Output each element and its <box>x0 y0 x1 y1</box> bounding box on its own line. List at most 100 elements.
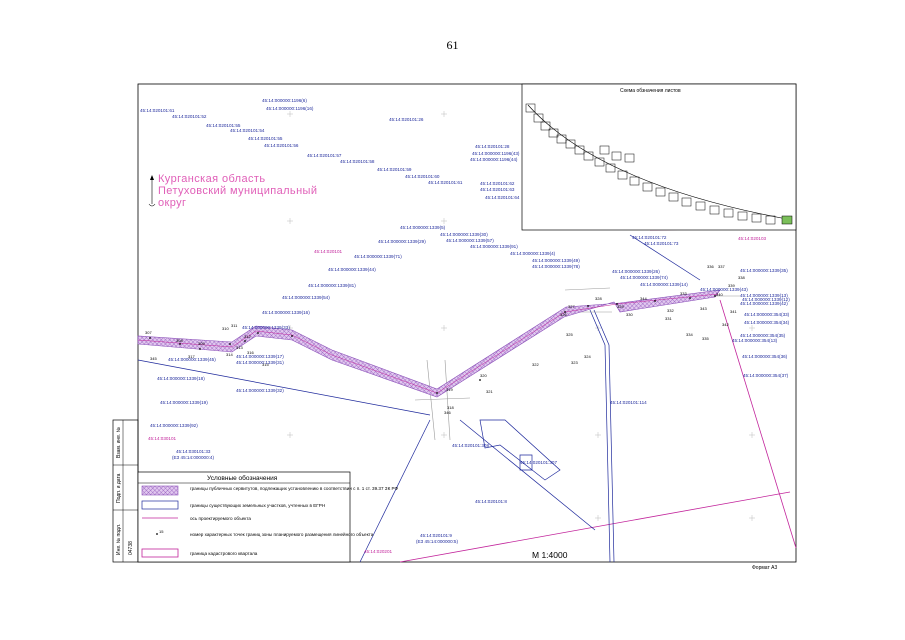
map-frame <box>137 83 797 563</box>
legend-point-sample: 15 <box>159 529 164 534</box>
svg-text:322: 322 <box>532 362 539 367</box>
svg-text:326: 326 <box>560 312 567 317</box>
svg-text:341: 341 <box>730 309 737 314</box>
svg-text:328: 328 <box>595 296 602 301</box>
svg-text:327: 327 <box>568 304 575 309</box>
svg-text:45:14:000000:354(36): 45:14:000000:354(36) <box>742 354 788 359</box>
svg-text:45:14:000000:1339(30): 45:14:000000:1339(30) <box>440 232 488 237</box>
svg-text:45:14:000000:1339(92): 45:14:000000:1339(92) <box>150 423 198 428</box>
svg-text:45:14:000000:1339(5): 45:14:000000:1339(5) <box>400 225 446 230</box>
legend-swatch-parcel <box>141 500 179 510</box>
svg-text:45:14:000000:1339(45): 45:14:000000:1339(45) <box>168 357 216 362</box>
svg-text:45:14:000000:1339(57): 45:14:000000:1339(57) <box>446 238 494 243</box>
svg-text:317: 317 <box>188 354 195 359</box>
svg-text:45:14:000000:1196(44): 45:14:000000:1196(44) <box>470 157 518 162</box>
stamp-replace-inv: Взам. инв. № <box>116 427 122 458</box>
svg-text:325: 325 <box>566 332 573 337</box>
svg-text:45:14:000000:1339(81): 45:14:000000:1339(81) <box>308 283 356 288</box>
parcel-boundaries <box>137 234 701 563</box>
legend-swatch-point <box>156 533 158 535</box>
svg-text:45:14:020101: 45:14:020101 <box>314 249 343 254</box>
svg-text:45:14:000000:1339(33): 45:14:000000:1339(33) <box>242 325 290 330</box>
svg-text:337: 337 <box>718 264 725 269</box>
region-line-1: Курганская область <box>158 173 265 185</box>
svg-text:315: 315 <box>262 362 269 367</box>
svg-text:324: 324 <box>584 354 591 359</box>
svg-text:45:14:020101:52: 45:14:020101:52 <box>172 114 207 119</box>
svg-text:45:14:020101:55: 45:14:020101:55 <box>206 123 241 128</box>
svg-text:45:14:020101:61: 45:14:020101:61 <box>140 108 175 113</box>
svg-text:45:14:000000:1196(43): 45:14:000000:1196(43) <box>472 151 520 156</box>
svg-text:45:14:020101:54: 45:14:020101:54 <box>230 128 265 133</box>
svg-text:45:14:000000:354(34): 45:14:000000:354(34) <box>744 320 790 325</box>
svg-text:334: 334 <box>686 332 693 337</box>
svg-text:45:14:000000:1339(35): 45:14:000000:1339(35) <box>740 268 788 273</box>
svg-text:45:14:000000:1339(31): 45:14:000000:1339(31) <box>236 360 284 365</box>
svg-text:307: 307 <box>145 330 152 335</box>
svg-text:45:14:020101:307: 45:14:020101:307 <box>520 460 557 465</box>
svg-text:344: 344 <box>640 296 647 301</box>
svg-text:45:14:020101:55: 45:14:020101:55 <box>248 136 283 141</box>
legend-swatch-servitude <box>141 485 179 496</box>
svg-text:318: 318 <box>447 405 454 410</box>
svg-text:45:14:020101:61: 45:14:020101:61 <box>428 180 463 185</box>
region-line-2: Петуховский муниципальный <box>158 185 317 197</box>
svg-text:45:14:000000:1339(54): 45:14:000000:1339(54) <box>282 295 330 300</box>
svg-text:319: 319 <box>446 387 453 392</box>
quarter-boundaries <box>399 227 797 563</box>
svg-text:338: 338 <box>738 275 745 280</box>
svg-text:45:14:000000:1339(78): 45:14:000000:1339(78) <box>532 264 580 269</box>
svg-text:45:14:020101:8: 45:14:020101:8 <box>475 499 507 504</box>
svg-text:45:14:000000:1196(16): 45:14:000000:1196(16) <box>266 106 314 111</box>
svg-text:321: 321 <box>486 389 493 394</box>
servitude-corridor <box>137 289 721 398</box>
svg-text:45:14:000000:354(37): 45:14:000000:354(37) <box>743 373 789 378</box>
svg-text:45:14:000000:354(35): 45:14:000000:354(35) <box>740 333 786 338</box>
svg-text:308: 308 <box>176 338 183 343</box>
svg-text:45:14:000000:1339(91): 45:14:000000:1339(91) <box>470 244 518 249</box>
svg-text:45:14:000000:1339(43): 45:14:000000:1339(43) <box>700 287 748 292</box>
svg-text:45:14:000000:1339(49): 45:14:000000:1339(49) <box>532 258 580 263</box>
title-stamp: Взам. инв. № Подп. и дата Инв. № подл. 0… <box>112 419 139 563</box>
svg-text:45:14:030101:33: 45:14:030101:33 <box>176 449 211 454</box>
legend-item-servitude: границы публичных сервитутов, подлежащих… <box>190 486 399 491</box>
svg-text:45:14:000000:1339(16): 45:14:000000:1339(16) <box>262 310 310 315</box>
cadastral-labels: 45:14:020101:61 45:14:020101:52 45:14:02… <box>140 98 790 544</box>
svg-text:323: 323 <box>571 360 578 365</box>
region-name: Курганская область Петуховский муниципал… <box>148 173 317 209</box>
legend-item-parcel: границы существующих земельных участков,… <box>190 503 325 508</box>
svg-text:45:14:020101:72: 45:14:020101:72 <box>632 235 667 240</box>
svg-text:45:14:000000:1339(12): 45:14:000000:1339(12) <box>742 297 790 302</box>
svg-text:45:14:000000:354(33): 45:14:000000:354(33) <box>744 312 790 317</box>
legend-item-point: номер характерных точек границ зоны план… <box>190 531 374 537</box>
svg-text:45:14:020101:73: 45:14:020101:73 <box>644 241 679 246</box>
svg-text:45:14:020101:114: 45:14:020101:114 <box>610 400 647 405</box>
svg-text:45:14:000000:1339(74): 45:14:000000:1339(74) <box>620 275 668 280</box>
svg-text:45:14:000000:1339(4): 45:14:000000:1339(4) <box>510 251 556 256</box>
svg-text:45:14:000000:1196(6): 45:14:000000:1196(6) <box>262 98 307 103</box>
svg-text:45:14:000000:1339(14): 45:14:000000:1339(14) <box>640 282 688 287</box>
svg-text:45:14:000000:1339(18): 45:14:000000:1339(18) <box>157 376 205 381</box>
svg-text:346: 346 <box>444 410 451 415</box>
svg-text:45:14:000000:1339(42): 45:14:000000:1339(42) <box>740 301 788 306</box>
svg-text:45:14:020101:58: 45:14:020101:58 <box>340 159 375 164</box>
svg-text:45:14:020101:57: 45:14:020101:57 <box>307 153 342 158</box>
svg-text:330: 330 <box>626 312 633 317</box>
svg-text:345: 345 <box>150 356 157 361</box>
svg-text:316: 316 <box>247 350 254 355</box>
inset-title: Схема обзначения листов <box>620 88 681 94</box>
svg-text:45:14:000000:1339(19): 45:14:000000:1339(19) <box>160 400 208 405</box>
svg-text:45:14:020101:9: 45:14:020101:9 <box>420 533 452 538</box>
legend: Условные обозначения границы публичных с… <box>137 471 399 563</box>
legend-item-axis: ось проектируемого объекта <box>190 516 251 521</box>
svg-text:331: 331 <box>665 316 672 321</box>
svg-text:309: 309 <box>198 341 205 346</box>
svg-text:45:14:000000:1339(13): 45:14:000000:1339(13) <box>740 293 788 298</box>
characteristic-points <box>149 295 716 394</box>
point-number-labels: 307 308 309 310 311 312 313 314 315 316 … <box>145 264 745 415</box>
svg-text:312: 312 <box>244 334 251 339</box>
svg-text:332: 332 <box>667 308 674 313</box>
svg-text:45:14:000000:1339(44): 45:14:000000:1339(44) <box>328 267 376 272</box>
svg-text:45:14:020101:26: 45:14:020101:26 <box>389 117 424 122</box>
